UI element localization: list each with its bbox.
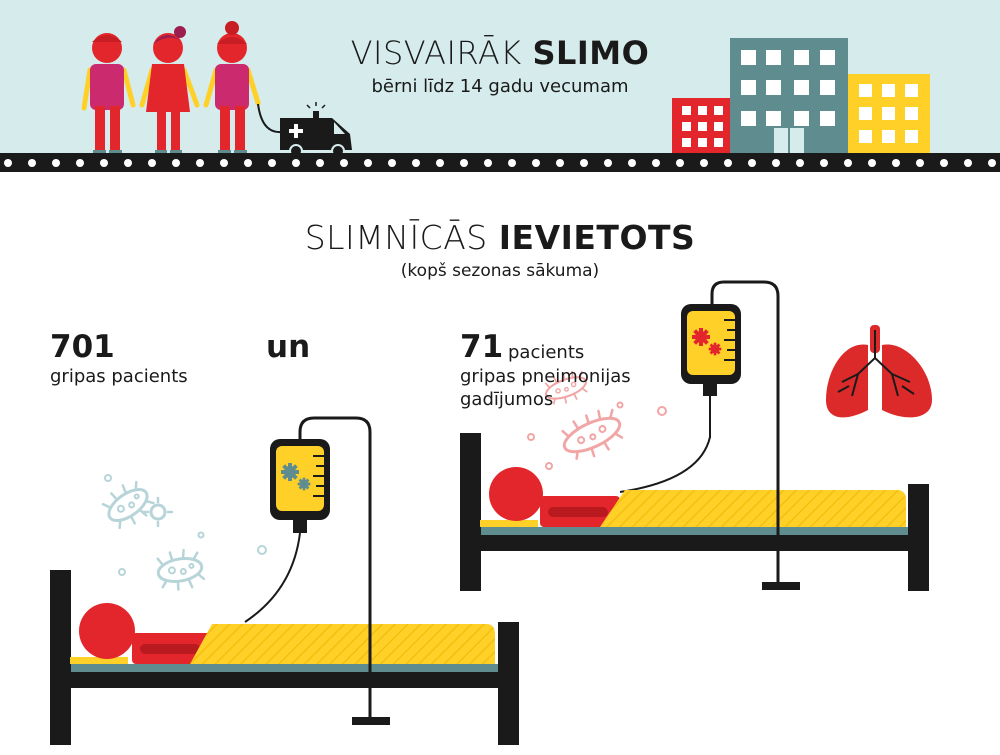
header-title: VISVAIRĀK SLIMO [300,34,700,72]
road-dot [820,159,828,167]
pneumonia-count: 71 [460,329,504,365]
road-dot [28,159,36,167]
road-dot [676,159,684,167]
road-dot [700,159,708,167]
road-dot [172,159,180,167]
children-group [81,21,261,155]
road-dot [196,159,204,167]
child-icon [139,26,200,155]
road-dot [412,159,420,167]
pneumonia-label-line2: gadījumos [460,389,554,410]
building-icon [730,38,848,158]
road-dot [100,159,108,167]
road-dot [940,159,948,167]
road-dot [916,159,924,167]
road-dot [148,159,156,167]
road-dot [316,159,324,167]
road-dot [292,159,300,167]
hospital-bed-icon [50,532,519,745]
road-dot [364,159,372,167]
road-dot [436,159,444,167]
road-dot [532,159,540,167]
header-title-bold: SLIMO [532,34,650,72]
road-dot [844,159,852,167]
section-title-light: SLIMNĪCĀS [304,218,488,257]
header-subtitle: bērni līdz 14 gadu vecumam [371,76,629,97]
conjunction-text: un [266,329,311,365]
iv-drip-icon [270,416,390,725]
road-dot [796,159,804,167]
germ-icon [97,475,159,535]
road-dot [124,159,132,167]
building-icon [848,74,930,158]
section-subtitle: (kopš sezonas sākuma) [400,261,600,281]
road-dot [772,159,780,167]
road-dot [556,159,564,167]
road-dot [76,159,84,167]
section-title: SLIMNĪCĀS IEVIETOTS [250,218,750,258]
hospital-bed-icon [460,433,929,591]
pneumonia-unit: pacients [508,342,585,363]
section-title-bold: IEVIETOTS [498,218,696,257]
road-dot [4,159,12,167]
road-dot [604,159,612,167]
flu-label: gripas pacients [50,366,188,387]
flu-count: 701 [50,329,115,365]
road-dot [724,159,732,167]
road-dot [868,159,876,167]
road-dot [508,159,516,167]
road-dot [580,159,588,167]
germ-icon [153,545,207,595]
road-dot [964,159,972,167]
child-icon [203,21,261,155]
road-dot [460,159,468,167]
child-icon [81,33,136,155]
road-dot [340,159,348,167]
germ-icon [554,402,630,468]
road-dot [628,159,636,167]
ambulance-icon [280,102,352,158]
building-icon [672,98,732,158]
lungs-icon [826,325,932,418]
pneumonia-label-line1: gripas pneimonijas [460,366,631,387]
road-dot [484,159,492,167]
road-dot [52,159,60,167]
road-dot [892,159,900,167]
road-dot [988,159,996,167]
iv-drip-icon [681,280,800,590]
road-dot [220,159,228,167]
germ-spores [104,401,667,576]
road-dot [652,159,660,167]
road [0,153,1000,172]
road-dot [268,159,276,167]
road-dot [244,159,252,167]
germ-icon [142,496,174,528]
road-dot [748,159,756,167]
header-title-light: VISVAIRĀK [350,34,522,72]
road-markings [4,159,996,167]
road-dot [388,159,396,167]
